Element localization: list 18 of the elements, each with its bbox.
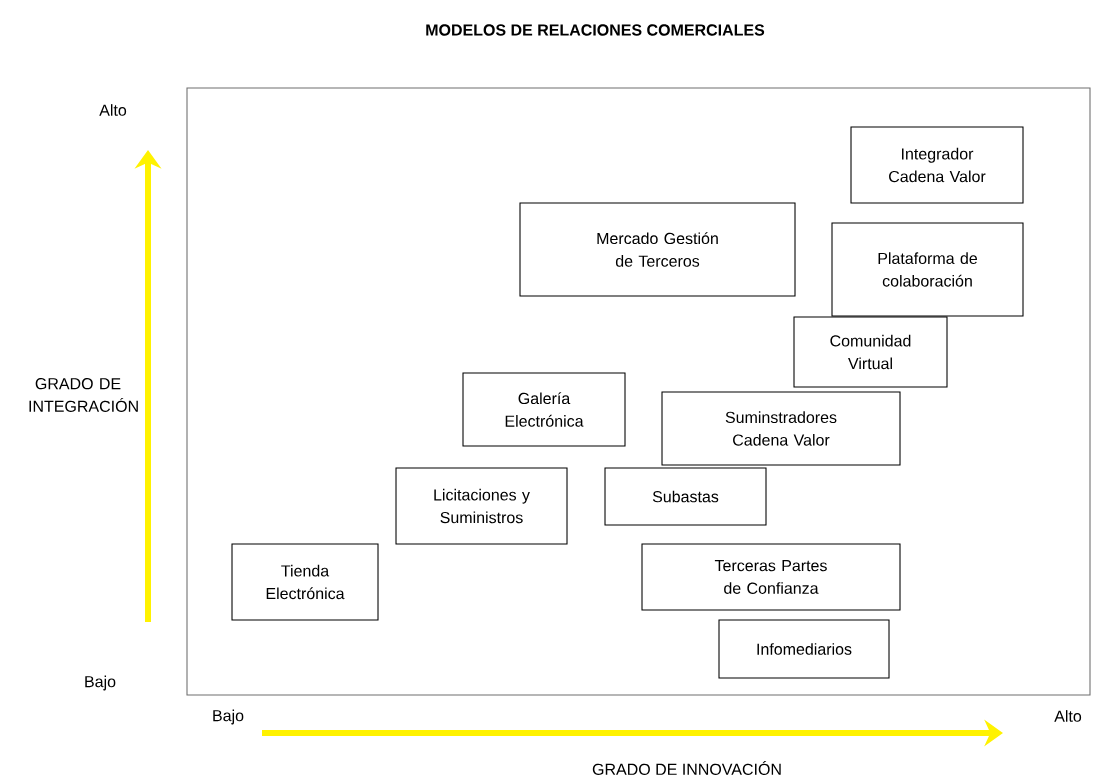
axis-label: Bajo	[85, 675, 116, 691]
model-box: Subastas	[604, 467, 767, 526]
model-box: Tienda Electrónica	[231, 543, 379, 621]
axis-label: GRADO DE INTEGRACIÓN	[29, 378, 138, 412]
axis-label: Bajo	[213, 709, 244, 725]
model-box: Infomediarios	[718, 619, 890, 679]
model-box: Terceras Partes de Confianza	[641, 543, 901, 611]
axis-label: Alto	[99, 104, 127, 116]
model-box: Galería Electrónica	[462, 372, 626, 447]
model-box: Comunidad Virtual	[793, 316, 948, 388]
axis-label: Alto	[1054, 710, 1082, 722]
title: MODELOS DE RELACIONES COMERCIALES	[426, 24, 765, 36]
model-box: Mercado Gestión de Terceros	[519, 202, 796, 297]
model-box: Integrador Cadena Valor	[850, 126, 1024, 204]
model-box: Licitaciones y Suministros	[395, 467, 568, 545]
model-box: Plataforma de colaboración	[831, 222, 1024, 317]
axis-label: GRADO DE INNOVACIÓN	[592, 761, 781, 775]
model-box: Suminstradores Cadena Valor	[661, 391, 901, 466]
